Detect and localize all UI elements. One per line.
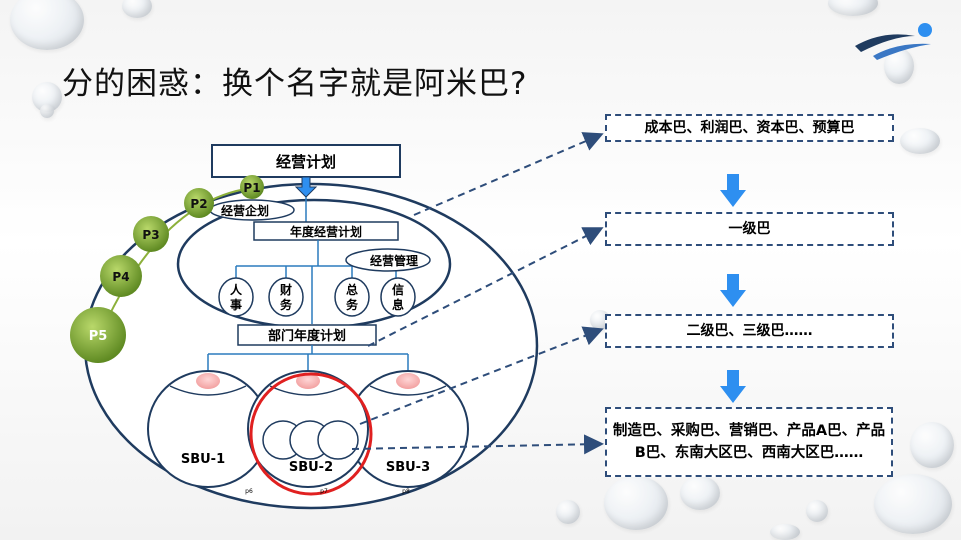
water-drop-decoration bbox=[900, 128, 940, 154]
right-box-2: 一级巴 bbox=[605, 212, 894, 246]
water-drop-decoration bbox=[10, 0, 84, 50]
p2-circle bbox=[184, 188, 214, 218]
sbu-cap bbox=[169, 385, 247, 396]
function-ellipse bbox=[380, 277, 416, 317]
sbu-3-label: SBU-3 bbox=[386, 460, 430, 475]
dashed-arrow bbox=[351, 434, 604, 455]
right-box-1: 成本巴、利润巴、资本巴、预算巴 bbox=[605, 114, 894, 142]
page-title: 分的困惑：换个名字就是阿米巴? bbox=[62, 66, 528, 102]
sbu-pink-dot bbox=[396, 373, 420, 389]
right-box-4: 制造巴、采购巴、营销巴、产品A巴、产品B巴、东南大区巴、西南大区巴…… bbox=[605, 407, 893, 477]
sub-unit-circle bbox=[317, 420, 359, 460]
function-label: 总务 bbox=[346, 282, 359, 312]
water-drop-decoration bbox=[828, 0, 878, 16]
dashed-arrow bbox=[359, 326, 604, 425]
planning-oval-label: 经营企划 bbox=[221, 203, 269, 218]
p3-circle bbox=[133, 216, 169, 252]
sbu-1-label: SBU-1 bbox=[181, 452, 225, 467]
water-drop-decoration bbox=[874, 474, 952, 534]
p7-label: p7 bbox=[320, 488, 328, 495]
water-drop-decoration bbox=[910, 422, 954, 468]
function-label: 人事 bbox=[230, 282, 243, 312]
p5-circle bbox=[70, 307, 126, 363]
dept-plan-label: 部门年度计划 bbox=[268, 328, 346, 344]
sbu-2-label: SBU-2 bbox=[289, 460, 333, 475]
water-drop-decoration bbox=[40, 104, 54, 118]
down-arrow-icon bbox=[720, 274, 746, 307]
dashed-arrow bbox=[413, 132, 604, 216]
function-ellipse bbox=[218, 277, 254, 317]
sbu-cap bbox=[369, 385, 447, 396]
down-arrow-icon bbox=[294, 176, 318, 198]
mgmt-label: 经营管理 bbox=[370, 253, 418, 268]
function-label: 财务 bbox=[279, 282, 293, 312]
sbu-pink-dot bbox=[296, 373, 320, 389]
p4-circle bbox=[100, 255, 142, 297]
logo-icon bbox=[855, 23, 932, 60]
p3-label: P3 bbox=[142, 228, 159, 242]
water-drop-decoration bbox=[680, 476, 720, 510]
function-label: 信息 bbox=[392, 282, 404, 312]
water-drop-decoration bbox=[770, 524, 800, 540]
water-drop-decoration bbox=[122, 0, 152, 18]
dept-plan-frame bbox=[237, 324, 377, 346]
function-ellipse bbox=[334, 277, 370, 317]
right-box-3: 二级巴、三级巴…… bbox=[605, 314, 894, 348]
sbu-pink-dot bbox=[196, 373, 220, 389]
highlight-red-circle bbox=[249, 372, 373, 496]
water-drop-decoration bbox=[806, 500, 828, 522]
annual-plan-label: 年度经营计划 bbox=[290, 224, 362, 239]
function-ellipse bbox=[268, 277, 304, 317]
water-drop-decoration bbox=[556, 500, 580, 524]
down-arrow-icon bbox=[720, 370, 746, 403]
p2-label: P2 bbox=[190, 197, 207, 211]
top-box-frame bbox=[211, 144, 401, 178]
p1-label: P1 bbox=[243, 181, 260, 195]
top-box-label: 经营计划 bbox=[276, 153, 336, 171]
water-drop-decoration bbox=[604, 476, 668, 530]
mgmt-oval bbox=[345, 248, 431, 272]
p6-label: p6 bbox=[245, 488, 253, 495]
p1-circle bbox=[240, 175, 264, 199]
sbu-cap bbox=[269, 385, 347, 396]
p8-label: p8 bbox=[402, 488, 410, 495]
down-arrow-icon bbox=[720, 174, 746, 207]
annual-plan-frame bbox=[253, 221, 399, 241]
p4-label: P4 bbox=[112, 270, 129, 284]
dashed-arrow bbox=[367, 227, 604, 347]
p5-label: P5 bbox=[89, 329, 108, 344]
